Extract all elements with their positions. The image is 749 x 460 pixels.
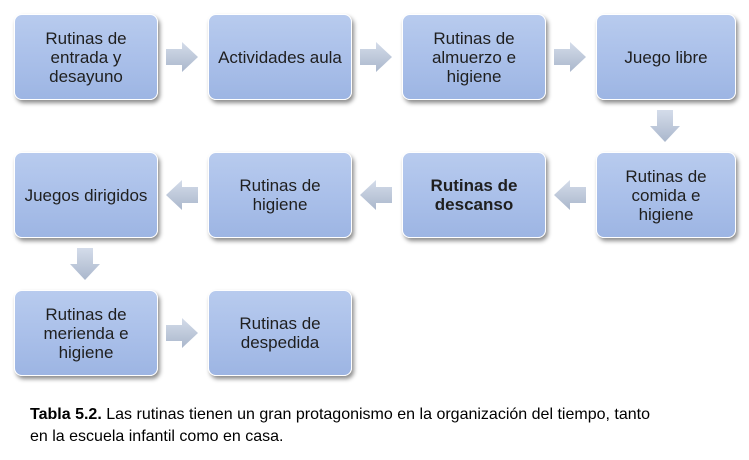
step-despedida: Rutinas de despedida xyxy=(208,290,352,376)
arrow-left-icon xyxy=(360,180,392,210)
step-actividades: Actividades aula xyxy=(208,14,352,100)
step-label: Rutinas de despedida xyxy=(239,314,321,352)
step-label: Actividades aula xyxy=(218,47,342,67)
step-merienda: Rutinas de merienda e higiene xyxy=(14,290,158,376)
step-label: Rutinas de merienda e higiene xyxy=(43,304,129,362)
arrow-right-icon xyxy=(554,42,586,72)
arrow-right-icon xyxy=(166,318,198,348)
arrow-right-icon xyxy=(360,42,392,72)
caption-label: Tabla 5.2. xyxy=(30,406,102,423)
step-descanso: Rutinas de descanso xyxy=(402,152,546,238)
step-higiene: Rutinas de higiene xyxy=(208,152,352,238)
arrow-right-icon xyxy=(166,42,198,72)
step-label: Rutinas de descanso xyxy=(430,176,518,214)
step-juegos-dirigidos: Juegos dirigidos xyxy=(14,152,158,238)
step-label: Rutinas de entrada y desayuno xyxy=(45,28,127,86)
step-label: Rutinas de higiene xyxy=(239,176,321,214)
figure-caption: Tabla 5.2. Las rutinas tienen un gran pr… xyxy=(30,404,650,448)
caption-text: Las rutinas tienen un gran protagonismo … xyxy=(30,406,651,445)
arrow-down-icon xyxy=(650,110,680,142)
step-label: Rutinas de almuerzo e higiene xyxy=(431,28,517,86)
step-juego-libre: Juego libre xyxy=(596,14,736,100)
step-comida: Rutinas de comida e higiene xyxy=(596,152,736,238)
arrow-left-icon xyxy=(554,180,586,210)
step-almuerzo: Rutinas de almuerzo e higiene xyxy=(402,14,546,100)
arrow-down-icon xyxy=(70,248,100,280)
step-label: Juego libre xyxy=(624,47,708,67)
step-label: Rutinas de comida e higiene xyxy=(625,166,707,224)
step-label: Juegos dirigidos xyxy=(24,185,148,205)
step-entrada: Rutinas de entrada y desayuno xyxy=(14,14,158,100)
arrow-left-icon xyxy=(166,180,198,210)
